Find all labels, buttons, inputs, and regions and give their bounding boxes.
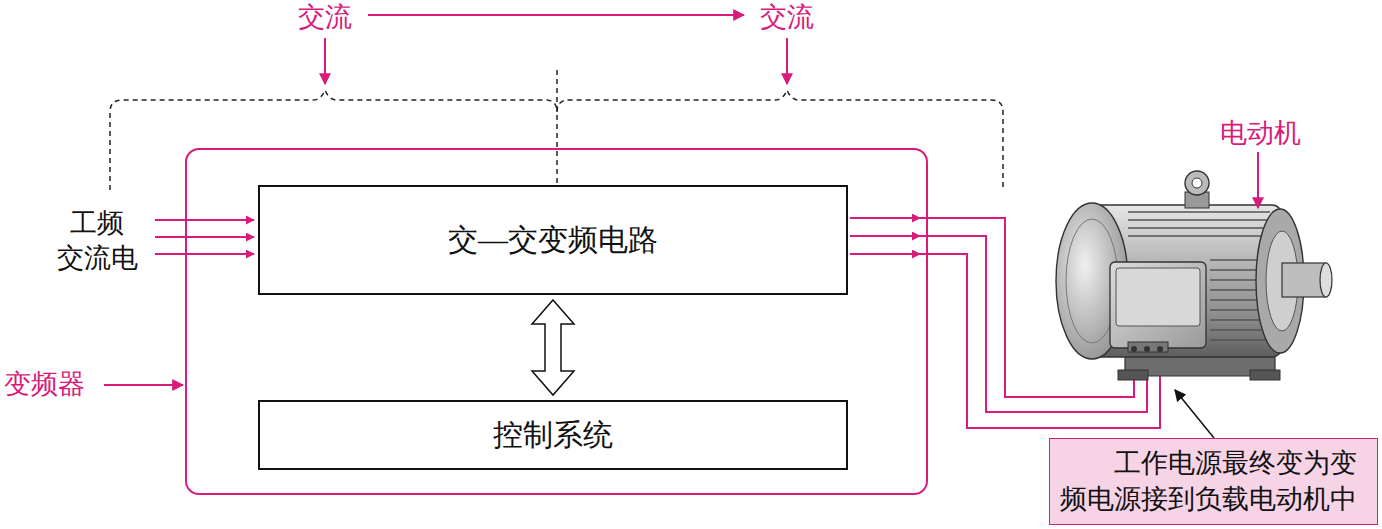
- dashed-brace: [557, 90, 1003, 190]
- device-name: 变频器: [4, 368, 85, 400]
- leader-arrow: [1175, 390, 1214, 438]
- process-box: 交—交变频电路: [258, 185, 848, 295]
- converter-housing: 交—交变频电路控制系统变频器: [185, 148, 928, 495]
- box-title: 控制系统: [493, 415, 613, 456]
- double-arrow: [532, 300, 574, 395]
- signal-label: 交流: [747, 0, 827, 35]
- part-label: 电动机: [1205, 116, 1315, 151]
- dashed-divider: [556, 70, 558, 185]
- callout-box: 工作电源最终变为变频电源接到负载电动机中: [1049, 438, 1378, 525]
- pointer-arrow: [786, 38, 788, 84]
- flow-arrow: [368, 14, 744, 16]
- signal-label: 交流: [285, 0, 365, 35]
- input-label: 工频 交流电: [45, 206, 149, 276]
- process-box: 控制系统: [258, 400, 848, 470]
- box-title: 交—交变频电路: [448, 220, 658, 261]
- pointer-arrow: [1257, 152, 1259, 208]
- pointer-arrow: [104, 384, 183, 386]
- input-arrows: [155, 220, 254, 254]
- pointer-arrow: [324, 38, 326, 84]
- dashed-brace: [110, 90, 557, 190]
- motor-illustration: [1056, 171, 1332, 380]
- callout-text: 工作电源最终变为变频电源接到负载电动机中: [1060, 445, 1367, 518]
